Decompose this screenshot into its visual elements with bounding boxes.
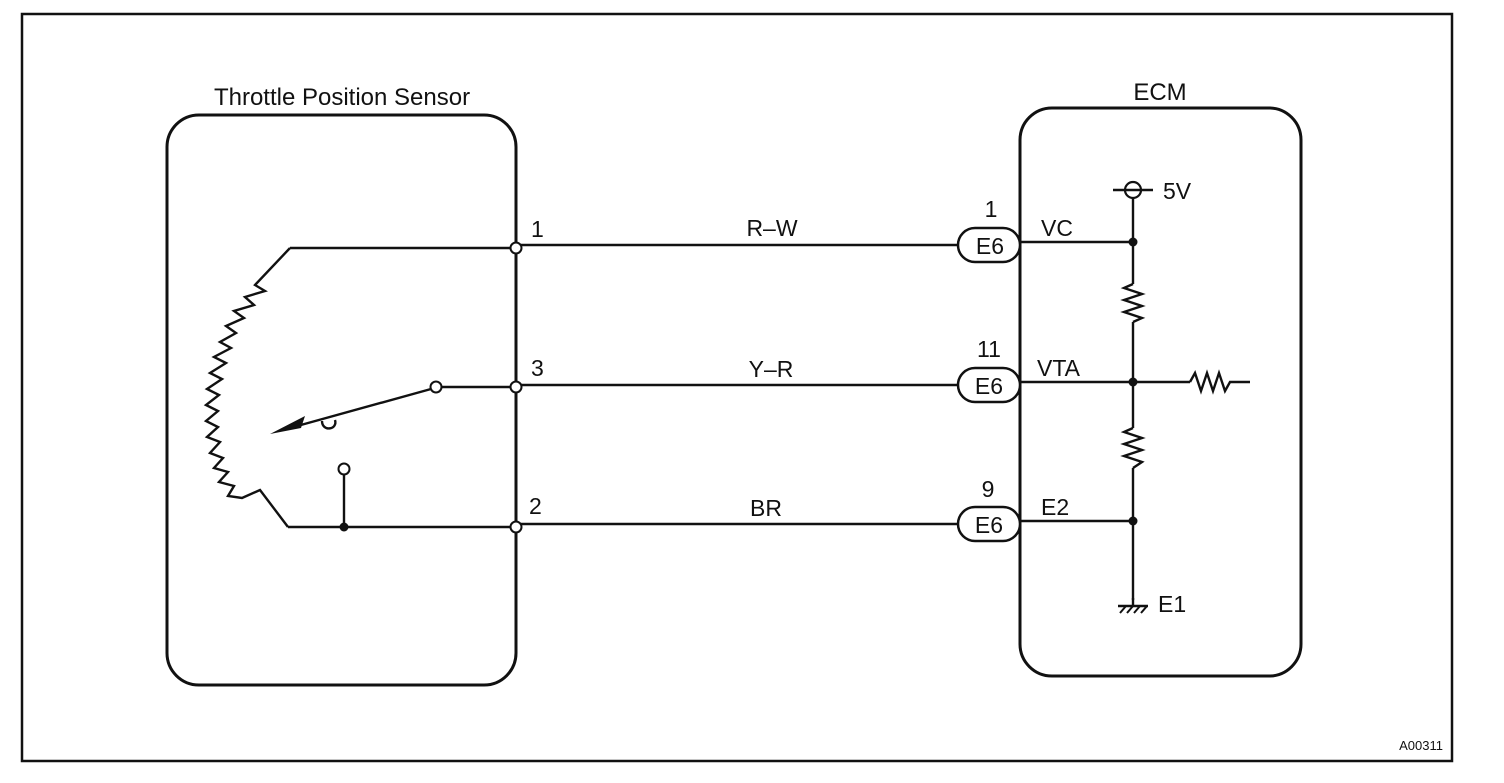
- ground-label: E1: [1158, 591, 1186, 617]
- sensor-pin-label: 3: [531, 355, 544, 381]
- idle-contact: [337, 462, 351, 476]
- sensor-terminal-1: [509, 241, 523, 255]
- sensor-title: Throttle Position Sensor: [214, 84, 470, 111]
- figure-frame: [20, 12, 1454, 763]
- connector-label: E6: [976, 233, 1004, 259]
- divider-resistor-upper: [1120, 282, 1146, 324]
- ecm-signal-label: VTA: [1037, 355, 1081, 381]
- wire-color-label: Y–R: [749, 356, 794, 382]
- vta-input-resistor: [1188, 369, 1250, 395]
- ecm-junction-dot: [1128, 516, 1138, 526]
- sensor-pin-label: 2: [529, 493, 542, 519]
- ecm-signal-label: E2: [1041, 494, 1069, 520]
- divider-resistor-lower: [1120, 426, 1146, 469]
- ecm-junction-dot: [1128, 237, 1138, 247]
- connector-e6: [956, 226, 1022, 264]
- potentiometer-resistor: [203, 247, 291, 528]
- wiper-arrowhead: [270, 416, 305, 434]
- sensor-pin-label: 1: [531, 216, 544, 242]
- connector-e6: [956, 505, 1022, 543]
- ecm-pin-label: 11: [977, 336, 1001, 362]
- wire-color-label: R–W: [746, 215, 797, 241]
- sensor-box: [165, 113, 518, 687]
- ecm-pin-label: 9: [982, 476, 995, 502]
- sensor-terminal-2: [509, 520, 523, 534]
- wiper-arm-curl: [320, 419, 337, 430]
- wiper-contact: [429, 380, 443, 394]
- connector-e6: [956, 366, 1022, 404]
- sensor-junction-dot: [339, 522, 349, 532]
- supply-voltage-label: 5V: [1163, 178, 1192, 204]
- figure-id: A00311: [1399, 738, 1443, 753]
- ecm-title: ECM: [1133, 79, 1186, 106]
- connector-label: E6: [975, 373, 1003, 399]
- ecm-pin-label: 1: [985, 196, 998, 222]
- wire-color-label: BR: [750, 495, 782, 521]
- connector-label: E6: [975, 512, 1003, 538]
- ground-hatch: [1119, 605, 1148, 614]
- ecm-signal-label: VC: [1041, 215, 1073, 241]
- ecm-box: [1018, 106, 1303, 678]
- wiper-arm: [289, 387, 432, 430]
- sensor-terminal-3: [509, 380, 523, 394]
